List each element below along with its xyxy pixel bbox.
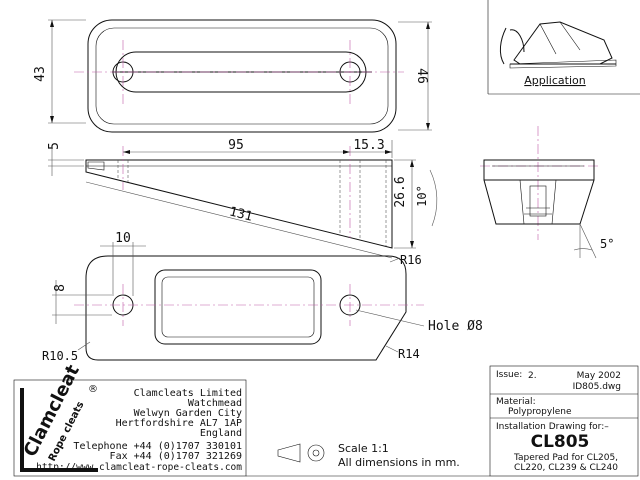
side-view-outline [85,159,393,249]
units-text: All dimensions in mm. [338,456,460,469]
description-line-2: CL220, CL239 & CL240 [514,463,618,473]
company-box [13,379,247,477]
top-view-outline [87,19,397,133]
hole-leader [355,309,425,327]
address-line-4: England [200,428,242,439]
dim-5-deg: 5° [600,237,614,251]
clamcleat-logo: Clamcleat Rope cleats ® [20,361,98,472]
website-link[interactable]: http://www.clamcleat-rope-cleats.com [36,462,242,473]
dim-26-6: 26.6 [393,176,408,207]
logo-registered: ® [88,384,98,395]
fax: Fax +44 (0)1707 321269 [110,451,242,462]
part-number: CL805 [531,432,590,452]
issue-label: Issue: [496,370,522,380]
issue-value: 2. [528,371,537,381]
side-view: 5 95 15.3 131 26.6 10° [47,138,438,259]
company-name: Clamcleats Limited [134,388,242,399]
dim-r10-5: R10.5 [42,349,78,363]
dim-131: 131 [228,204,254,224]
dim-r16: R16 [400,253,422,267]
scale-block: Scale 1:1 All dimensions in mm. [277,442,460,469]
scale-text: Scale 1:1 [338,442,389,455]
projection-circle-icon [307,444,325,462]
dim-8: 8 [53,284,68,292]
title-block-frames [13,365,639,477]
dim-95: 95 [228,138,244,153]
title-box [489,365,639,477]
application-label: Application [524,74,585,87]
end-view-hole [529,185,547,217]
top-view: 43 46 [33,19,432,133]
plan-view: 10 8 R16 R10.5 R14 Hole Ø8 [42,231,483,363]
application-view: Application [487,0,640,95]
address-line-2: Welwyn Garden City [134,408,242,419]
dim-r14: R14 [398,347,420,361]
top-view-inner-outline [95,27,389,125]
projection-cone-icon [277,443,301,463]
material-value: Polypropylene [508,407,572,417]
address-line-3: Hertfordshire AL7 1AP [116,418,242,429]
end-view-outline [483,159,595,225]
pad-profile [509,59,617,69]
material-label: Material: [496,397,536,407]
company-address: Clamcleats Limited Watchmead Welwyn Gard… [36,388,242,473]
dim-46: 46 [414,68,429,84]
issue-date: May 2002 [577,371,621,381]
cleat-on-pad [513,21,613,65]
dim-15-3: 15.3 [353,138,384,153]
dim-line-131 [85,181,393,259]
drawing-for-label: Installation Drawing for:– [496,422,609,432]
plan-view-outline [85,255,407,361]
address-line-1: Watchmead [188,398,242,409]
telephone: Telephone +44 (0)1707 330101 [73,441,242,452]
title-block: Issue: 2. May 2002 ID805.dwg Material: P… [496,370,621,473]
description-line-1: Tapered Pad for CL205, [513,453,618,463]
dim-5: 5 [47,142,62,150]
drawing-file: ID805.dwg [573,382,621,392]
plan-view-recess [154,269,322,345]
dim-10: 10 [115,231,131,246]
rope [499,27,507,65]
dim-43: 43 [33,66,48,82]
dim-10-deg: 10° [415,185,429,207]
hole-label: Hole Ø8 [428,319,483,334]
end-view: 5° [480,126,614,259]
